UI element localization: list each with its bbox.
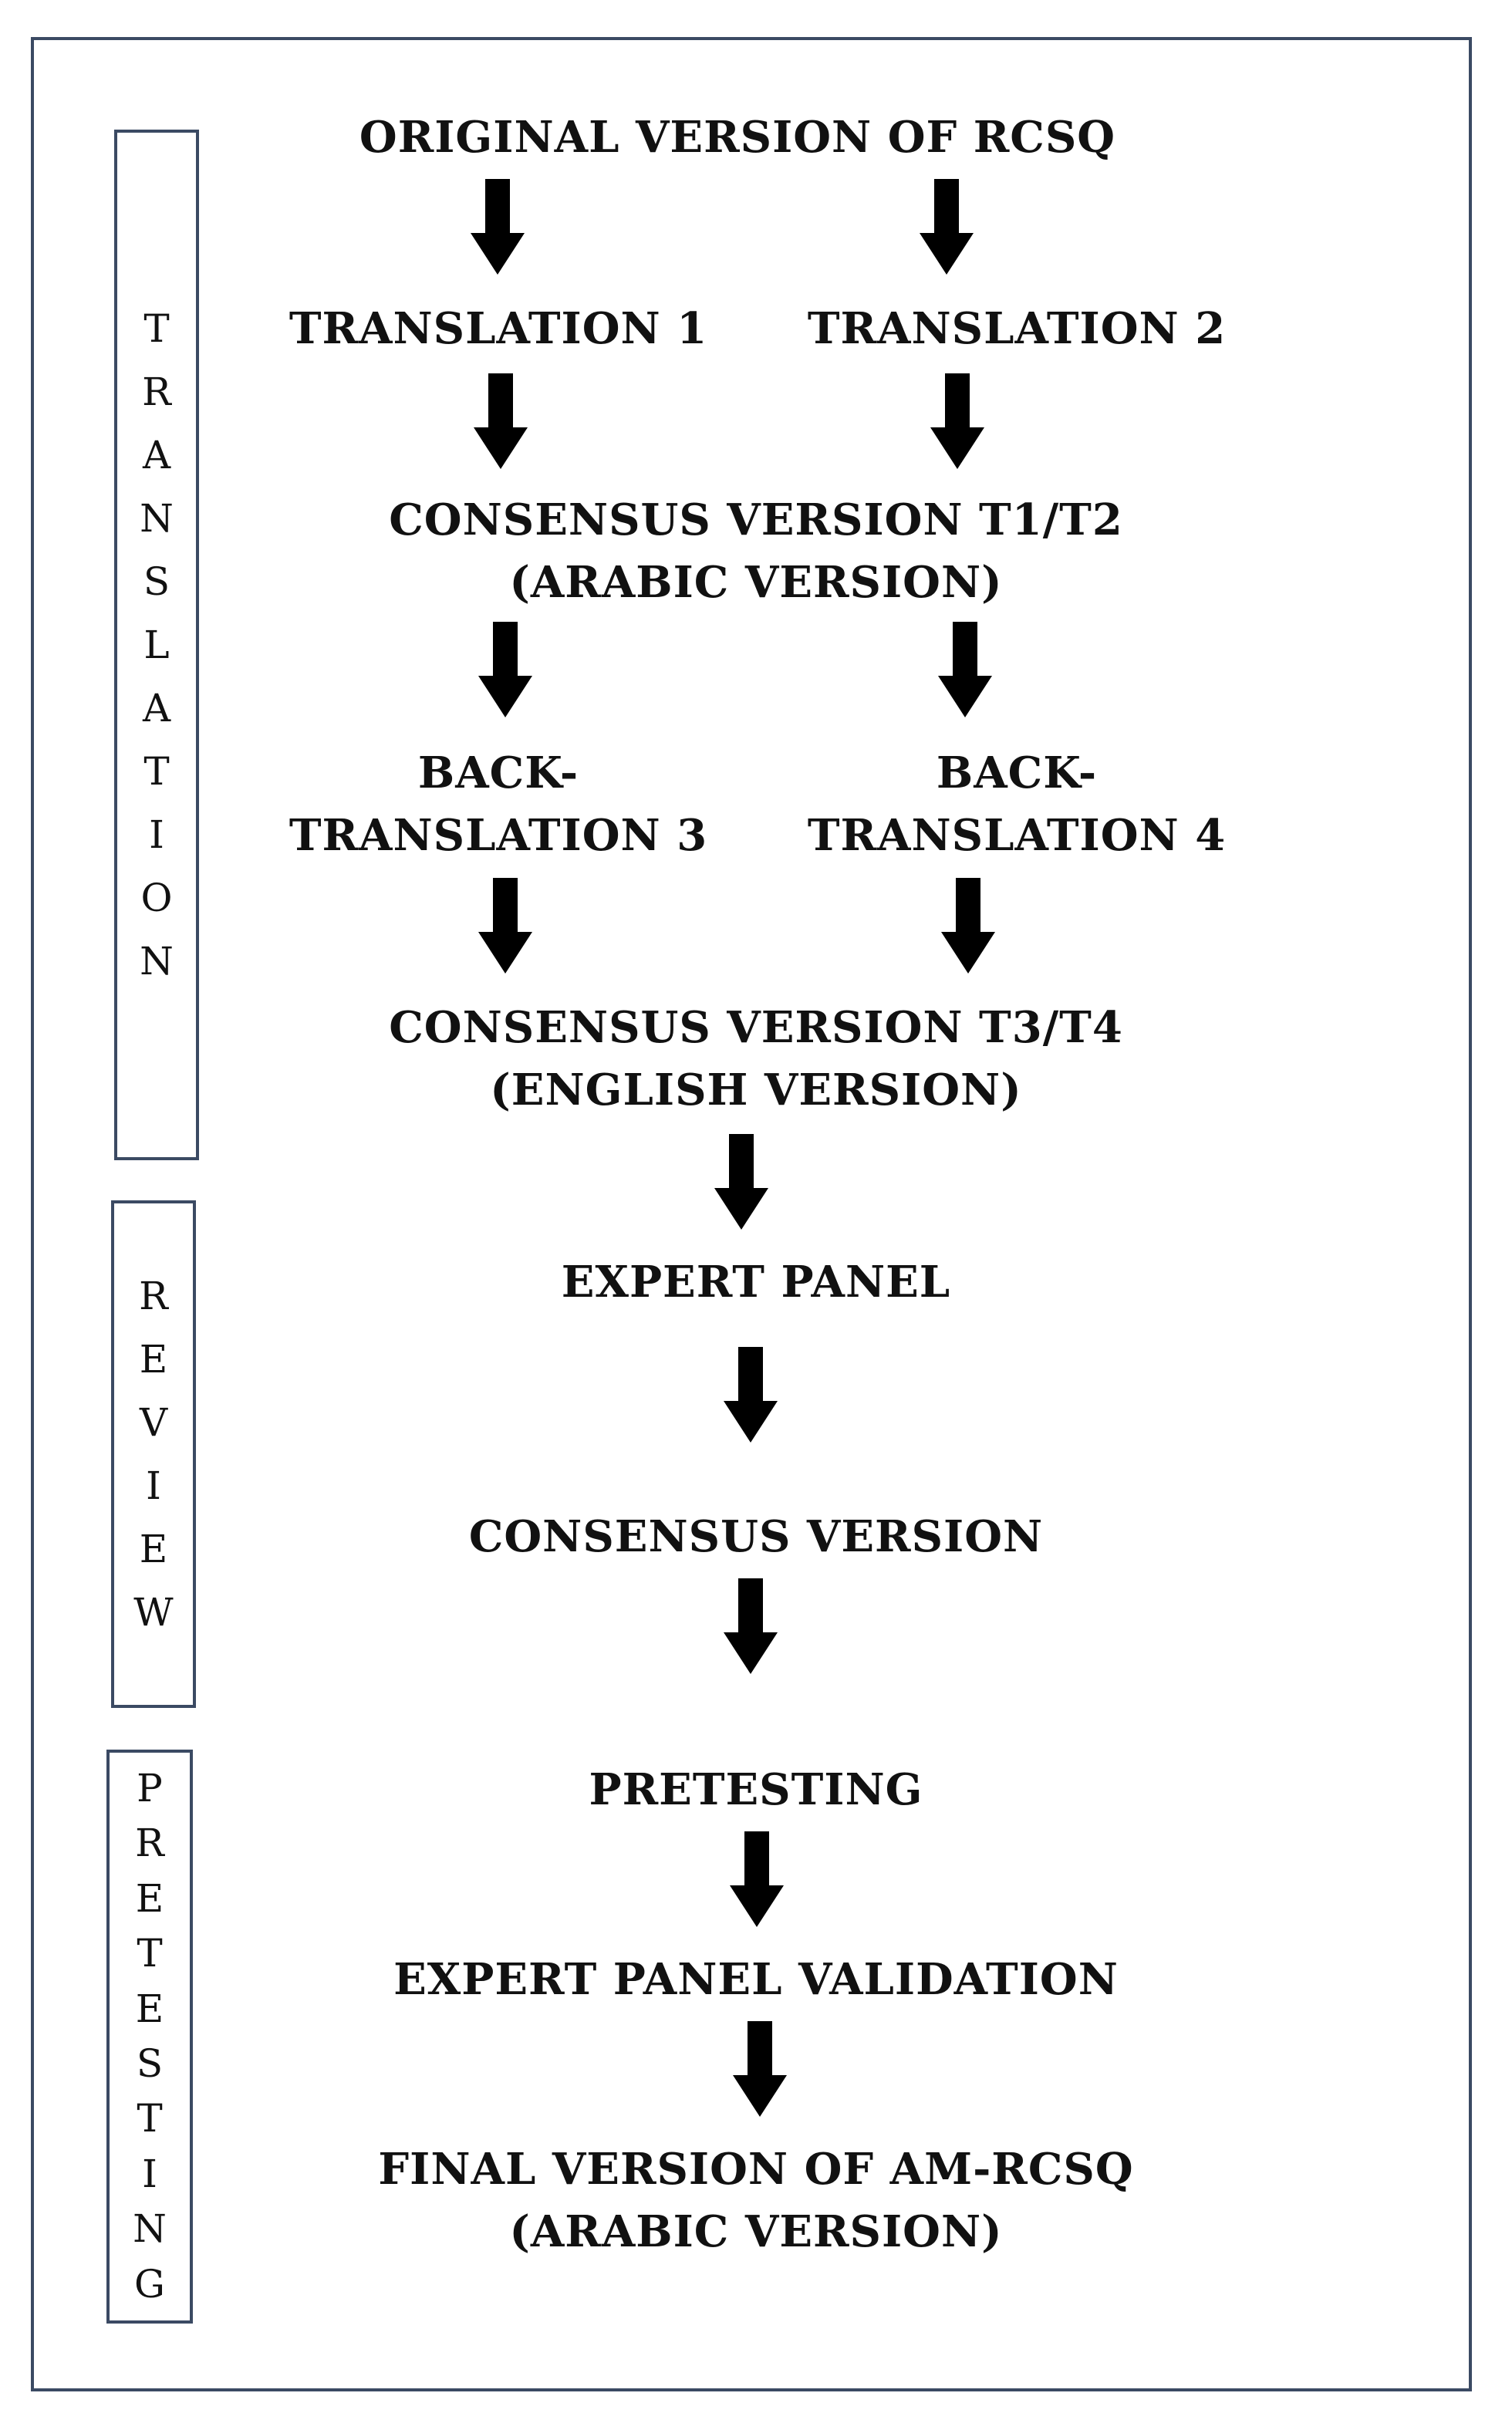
node-line: TRANSLATION 1 [289,303,708,354]
node-line: EXPERT PANEL VALIDATION [393,1954,1119,2005]
arrow-consensus-to-bt4 [938,622,992,717]
arrow-consensus-to-expert-panel [714,1134,768,1230]
node-back-translation-3: BACK- TRANSLATION 3 [289,742,707,867]
node-line: ORIGINAL VERSION OF RCSQ [359,112,1116,163]
phase-label-letter: G [134,2261,165,2307]
node-line: CONSENSUS VERSION [468,1511,1044,1562]
phase-label-letter: I [146,1463,161,1508]
node-line: CONSENSUS VERSION T1/T2 [389,494,1123,545]
node-line: TRANSLATION 2 [807,303,1227,354]
arrow-original-to-t1 [471,179,525,275]
arrow-consensus-to-bt3 [478,622,532,717]
phase-label-letter: I [149,812,164,857]
arrow-bt4-to-consensus [941,878,995,974]
node-line: CONSENSUS VERSION T3/T4 [389,1002,1123,1053]
node-line: (ENGLISH VERSION) [490,1065,1022,1116]
arrow-t1-to-consensus [474,373,528,469]
phase-label-letter: N [140,939,174,984]
node-consensus-t3t4: CONSENSUS VERSION T3/T4 (ENGLISH VERSION) [389,997,1123,1122]
node-line: (ARABIC VERSION) [509,557,1003,609]
arrow-original-to-t2 [920,179,974,275]
node-line: BACK- [417,748,579,798]
phase-label-letter: E [135,1986,164,2031]
node-final-version: FINAL VERSION OF AM-RCSQ (ARABIC VERSION) [378,2138,1133,2263]
phase-label-letter: N [133,2206,167,2252]
node-consensus-version: CONSENSUS VERSION [469,1506,1043,1568]
node-translation-2: TRANSLATION 2 [808,298,1226,360]
node-expert-panel: EXPERT PANEL [562,1251,950,1314]
phase-label-letter: I [142,2151,157,2196]
node-line: TRANSLATION 4 [807,810,1227,862]
phase-label-letter: S [136,2041,164,2086]
node-translation-1: TRANSLATION 1 [289,298,707,360]
arrow-validation-to-final [733,2021,787,2117]
arrow-bt3-to-consensus [478,878,532,974]
node-original-version: ORIGINAL VERSION OF RCSQ [359,106,1115,169]
node-line: PRETESTING [589,1764,923,1815]
arrow-pretesting-to-validation [730,1831,784,1927]
phase-label-letter: V [139,1400,168,1445]
phase-label-letter: W [133,1590,174,1635]
phase-label-letter: T [143,306,170,351]
node-pretesting: PRETESTING [589,1759,923,1821]
phase-label-letter: P [137,1766,163,1811]
phase-label-letter: A [142,686,171,731]
phase-label-letter: E [135,1875,164,1921]
phase-label-letter: O [140,876,173,920]
diagram-frame [31,37,1472,2391]
phase-label-letter: S [143,559,170,604]
phase-label-letter: R [139,1274,168,1318]
node-expert-panel-validation: EXPERT PANEL VALIDATION [393,1949,1119,2011]
node-line: (ARABIC VERSION) [509,2206,1003,2258]
phase-label-letter: E [139,1527,168,1571]
phase-label-letter: T [143,749,170,794]
arrow-t2-to-consensus [930,373,984,469]
node-line: EXPERT PANEL [561,1257,951,1308]
phase-label-letter: T [137,2096,163,2141]
node-line: FINAL VERSION OF AM-RCSQ [378,2144,1134,2195]
node-line: BACK- [936,748,1098,798]
node-line: TRANSLATION 3 [289,810,708,862]
phase-label-letter: R [142,370,171,414]
phase-label-letter: A [142,433,171,478]
phase-label-letter: L [143,623,170,667]
node-consensus-t1t2: CONSENSUS VERSION T1/T2 (ARABIC VERSION) [389,489,1123,614]
phase-label-letter: T [137,1931,163,1976]
phase-label-letter: N [140,496,174,541]
arrow-consensus-to-pretesting [724,1578,778,1674]
phase-label-letter: E [139,1337,168,1382]
arrow-expert-panel-to-consensus [724,1347,778,1443]
node-back-translation-4: BACK- TRANSLATION 4 [808,742,1226,867]
phase-label-letter: R [135,1821,164,1866]
